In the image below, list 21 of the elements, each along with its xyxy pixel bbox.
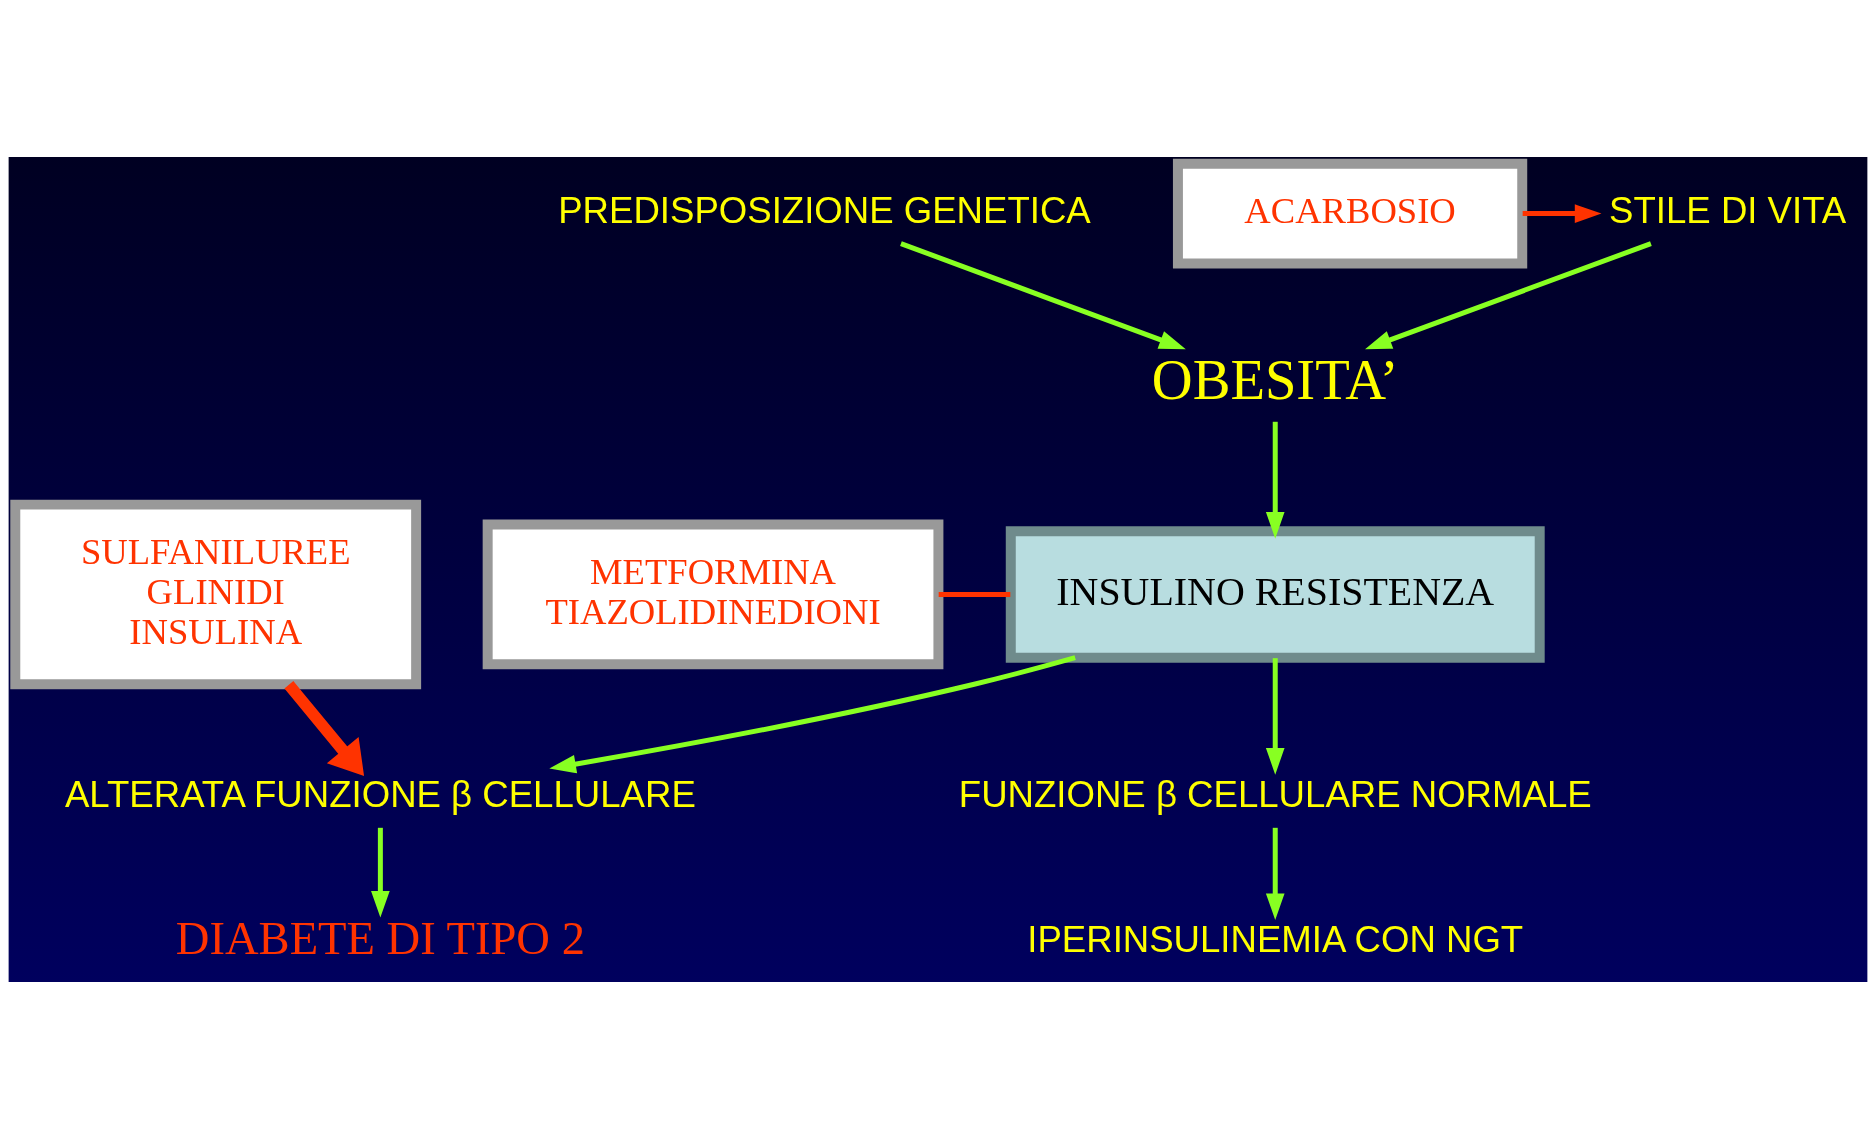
node-text: ALTERATA FUNZIONE β CELLULARE (64, 773, 696, 815)
node-text: PREDISPOSIZIONE GENETICA (558, 189, 1091, 231)
node-box: INSULINO RESISTENZA (1005, 525, 1545, 663)
arrow (284, 680, 365, 776)
arrow (1265, 657, 1285, 775)
arrow (1365, 240, 1652, 349)
arrow (1265, 827, 1285, 920)
node-box: ACARBOSIO (1172, 158, 1528, 268)
node-box: SULFANILUREE GLINIDI INSULINA (10, 499, 422, 689)
node-text: IPERINSULINEMIA CON NGT (1027, 918, 1524, 960)
arrow (371, 827, 390, 918)
node-text: STILE DI VITA (1609, 189, 1847, 231)
node-text: FUNZIONE β CELLULARE NORMALE (958, 773, 1592, 815)
arrow (1265, 421, 1285, 539)
node-box: METFORMINA TIAZOLIDINEDIONI (482, 519, 944, 669)
node-text: OBESITA’ (1151, 348, 1399, 411)
arrow (549, 654, 1076, 773)
connector (938, 591, 1011, 597)
arrow (1522, 203, 1602, 223)
node-text: DIABETE DI TIPO 2 (175, 912, 585, 964)
arrow (900, 240, 1186, 349)
